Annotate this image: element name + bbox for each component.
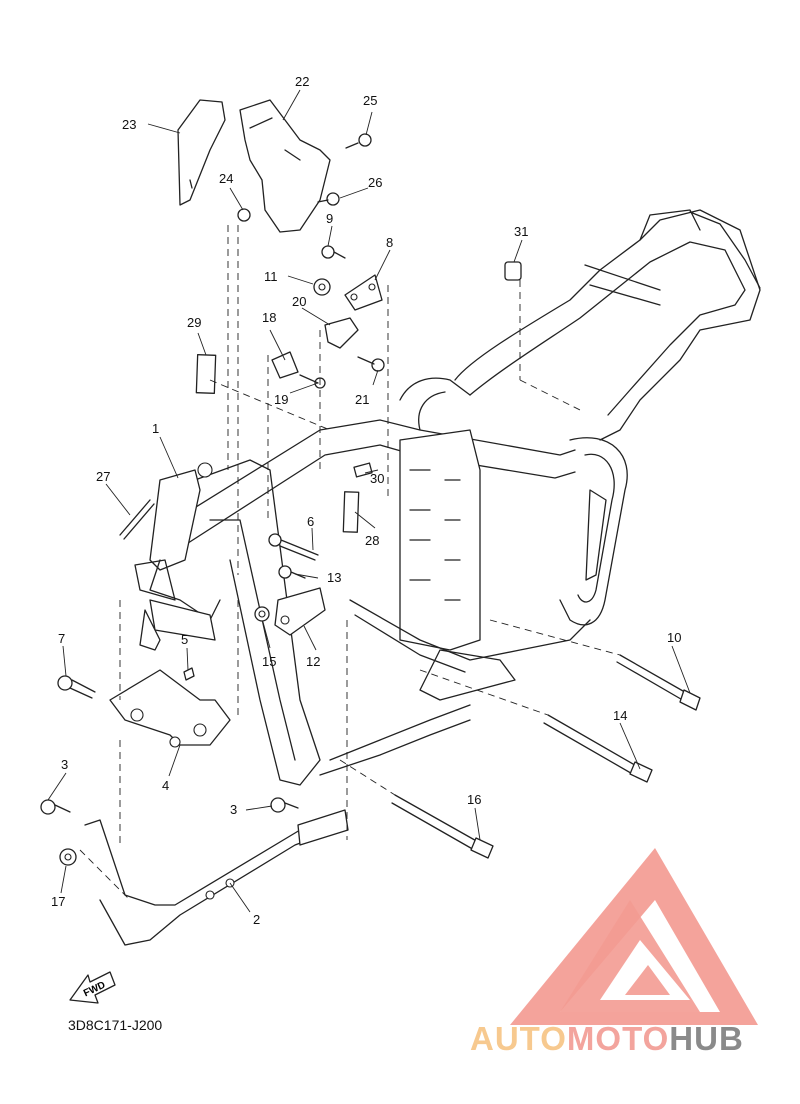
band-27-part xyxy=(119,499,155,540)
watermark-text: AUTOMOTOHUB xyxy=(470,1020,744,1058)
callout-23: 23 xyxy=(122,117,136,132)
callout-1: 1 xyxy=(152,421,159,436)
collar-31-part xyxy=(504,261,522,281)
diagram-code: 3D8C171-J200 xyxy=(68,1017,163,1033)
callout-11: 11 xyxy=(264,269,278,284)
callout-2: 2 xyxy=(253,912,260,927)
nut-15-part xyxy=(254,606,270,622)
long-bolt-10-part xyxy=(616,654,701,711)
cover-22-part xyxy=(239,99,331,233)
callout-3b: 3 xyxy=(230,802,237,817)
nut-17-part xyxy=(59,848,77,866)
long-bolt-14-part xyxy=(543,714,653,783)
label-28-part xyxy=(342,491,360,533)
leader-lines xyxy=(47,89,691,913)
bolt-25-part xyxy=(345,133,372,149)
callout-7: 7 xyxy=(58,631,65,646)
front-lower-tube-part xyxy=(84,809,349,946)
callout-6: 6 xyxy=(307,514,314,529)
grommet-24-part xyxy=(237,208,251,222)
bracket-12-part xyxy=(274,587,326,636)
callout-labels: 1 2 3 3 4 5 6 7 8 9 10 11 12 13 14 15 16… xyxy=(51,74,681,927)
bracket-8-part xyxy=(344,274,383,311)
callout-15: 15 xyxy=(262,654,276,669)
callout-10: 10 xyxy=(667,630,681,645)
fwd-arrow-icon: FWD xyxy=(69,971,116,1004)
watermark-auto: AUTO xyxy=(470,1020,567,1057)
callout-20: 20 xyxy=(292,294,306,309)
callout-31: 31 xyxy=(514,224,528,239)
bracket-20-part xyxy=(324,317,359,349)
long-bolt-16-part xyxy=(391,794,494,859)
callout-28: 28 xyxy=(365,533,379,548)
callout-5: 5 xyxy=(181,632,188,647)
pad-5-part xyxy=(183,667,195,681)
callout-27: 27 xyxy=(96,469,110,484)
callout-19: 19 xyxy=(274,392,288,407)
callout-13: 13 xyxy=(327,570,341,585)
callout-17: 17 xyxy=(51,894,65,909)
bolt-19-part xyxy=(299,374,326,389)
bolt-13-part xyxy=(278,565,306,579)
label-29-part xyxy=(195,354,217,394)
callout-18: 18 xyxy=(262,310,276,325)
callout-24: 24 xyxy=(219,171,233,186)
callout-22: 22 xyxy=(295,74,309,89)
bolt-6-part xyxy=(268,533,319,561)
main-frame-part xyxy=(134,209,761,786)
bolt-9-part xyxy=(321,245,346,259)
callout-9: 9 xyxy=(326,211,333,226)
bolt-21-part xyxy=(357,356,385,372)
screw-26-part xyxy=(317,192,340,206)
callout-25: 25 xyxy=(363,93,377,108)
bolt-3-upper-part xyxy=(40,799,71,815)
alignment-lines xyxy=(79,225,621,901)
bracket-18-part xyxy=(271,351,299,379)
callout-21: 21 xyxy=(355,392,369,407)
callout-16: 16 xyxy=(467,792,481,807)
bolt-7-part xyxy=(57,675,96,699)
cover-23-part xyxy=(177,99,226,206)
watermark-moto: MOTO xyxy=(566,1020,670,1057)
callout-14: 14 xyxy=(613,708,627,723)
callout-4: 4 xyxy=(162,778,169,793)
bolt-3-lower-part xyxy=(270,797,299,813)
callout-30: 30 xyxy=(370,471,384,486)
callout-26: 26 xyxy=(368,175,382,190)
callout-29: 29 xyxy=(187,315,201,330)
callout-12: 12 xyxy=(306,654,320,669)
engine-bracket-4-part xyxy=(109,669,231,748)
watermark-hub: HUB xyxy=(669,1020,744,1057)
label-30-part xyxy=(353,462,373,478)
callout-8: 8 xyxy=(386,235,393,250)
nut-11-part xyxy=(313,278,331,296)
callout-3a: 3 xyxy=(61,757,68,772)
watermark-logo-icon xyxy=(510,848,758,1025)
